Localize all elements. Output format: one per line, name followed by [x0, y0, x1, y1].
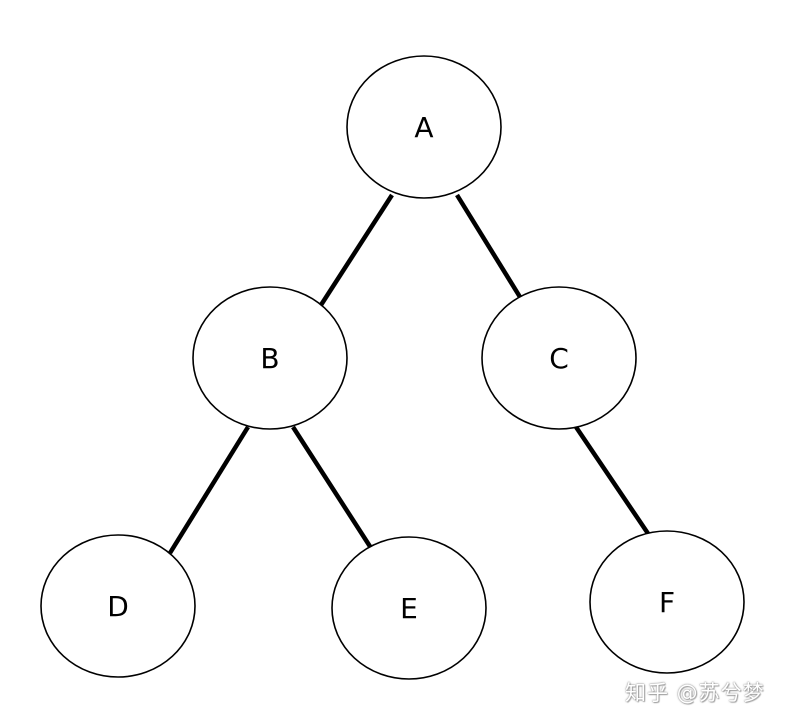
- edge-b-d: [168, 425, 250, 555]
- edge-c-f: [574, 425, 651, 537]
- tree-node-f: F: [589, 530, 745, 674]
- edges-layer: [168, 193, 651, 555]
- tree-node-c: C: [481, 286, 637, 430]
- node-label-d: D: [107, 590, 129, 623]
- node-label-b: B: [260, 342, 279, 375]
- node-circle-d: [40, 534, 196, 678]
- tree-node-a: A: [346, 55, 502, 199]
- tree-node-b: B: [192, 286, 348, 430]
- edge-a-c: [455, 193, 522, 299]
- node-label-e: E: [400, 592, 418, 625]
- node-circle-a: [346, 55, 502, 199]
- edge-b-e: [291, 425, 373, 550]
- edge-a-b: [319, 193, 394, 307]
- node-label-c: C: [549, 342, 569, 375]
- node-circle-b: [192, 286, 348, 430]
- node-label-f: F: [659, 586, 675, 619]
- node-circle-e: [331, 536, 487, 680]
- nodes-layer: A B C D E F: [40, 55, 745, 680]
- tree-node-d: D: [40, 534, 196, 678]
- watermark-text: 知乎 @苏兮梦: [625, 681, 765, 705]
- node-circle-f: [589, 530, 745, 674]
- node-label-a: A: [414, 111, 433, 144]
- node-circle-c: [481, 286, 637, 430]
- tree-node-e: E: [331, 536, 487, 680]
